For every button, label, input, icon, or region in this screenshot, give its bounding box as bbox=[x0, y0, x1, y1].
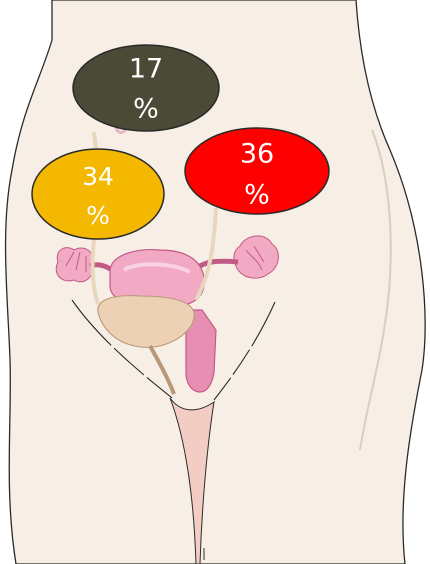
label-top-unit: % bbox=[133, 94, 159, 125]
label-right-unit: % bbox=[244, 180, 270, 211]
label-bubble-left: 34 % bbox=[32, 149, 164, 239]
label-left-unit: % bbox=[86, 201, 110, 230]
label-left-value: 34 bbox=[82, 162, 114, 191]
label-bubble-top: 17 % bbox=[73, 45, 219, 131]
label-bubble-right: 36 % bbox=[185, 128, 329, 214]
left-ovary bbox=[56, 248, 93, 282]
label-top-value: 17 bbox=[129, 54, 163, 85]
ureter-top bbox=[94, 132, 96, 148]
label-right-value: 36 bbox=[240, 139, 274, 170]
